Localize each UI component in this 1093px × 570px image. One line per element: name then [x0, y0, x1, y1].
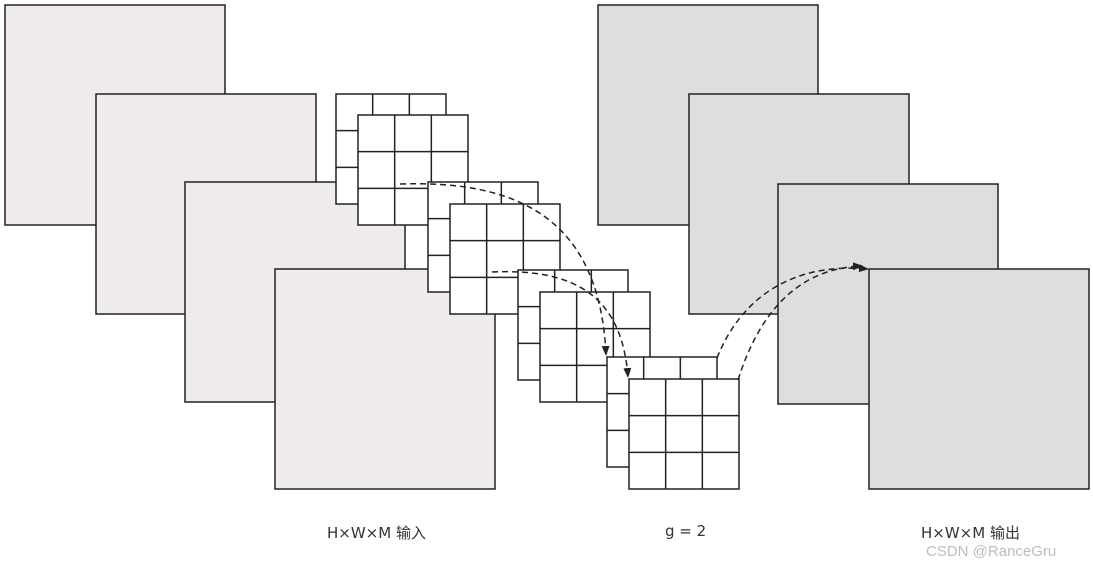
watermark-text: CSDN @RanceGru [926, 543, 1057, 560]
output-map-4 [868, 268, 1090, 490]
output-feature-maps [597, 4, 1090, 490]
output-kernel-front-frame [628, 378, 740, 490]
dashed-arrow-1 [399, 182, 610, 356]
output-kernel-front [628, 378, 740, 490]
dashed-arrow-3 [716, 264, 869, 359]
input-caption: H×W×M 输入 [327, 524, 426, 542]
group-count-caption: g = 2 [665, 522, 707, 540]
input-feature-maps [4, 4, 496, 490]
dashed-arrow-2 [491, 270, 632, 378]
dashed-arrow-4 [737, 262, 863, 381]
output-caption: H×W×M 输出 [921, 524, 1020, 542]
convolution-kernels [335, 93, 740, 490]
connection-arrows [399, 182, 869, 381]
